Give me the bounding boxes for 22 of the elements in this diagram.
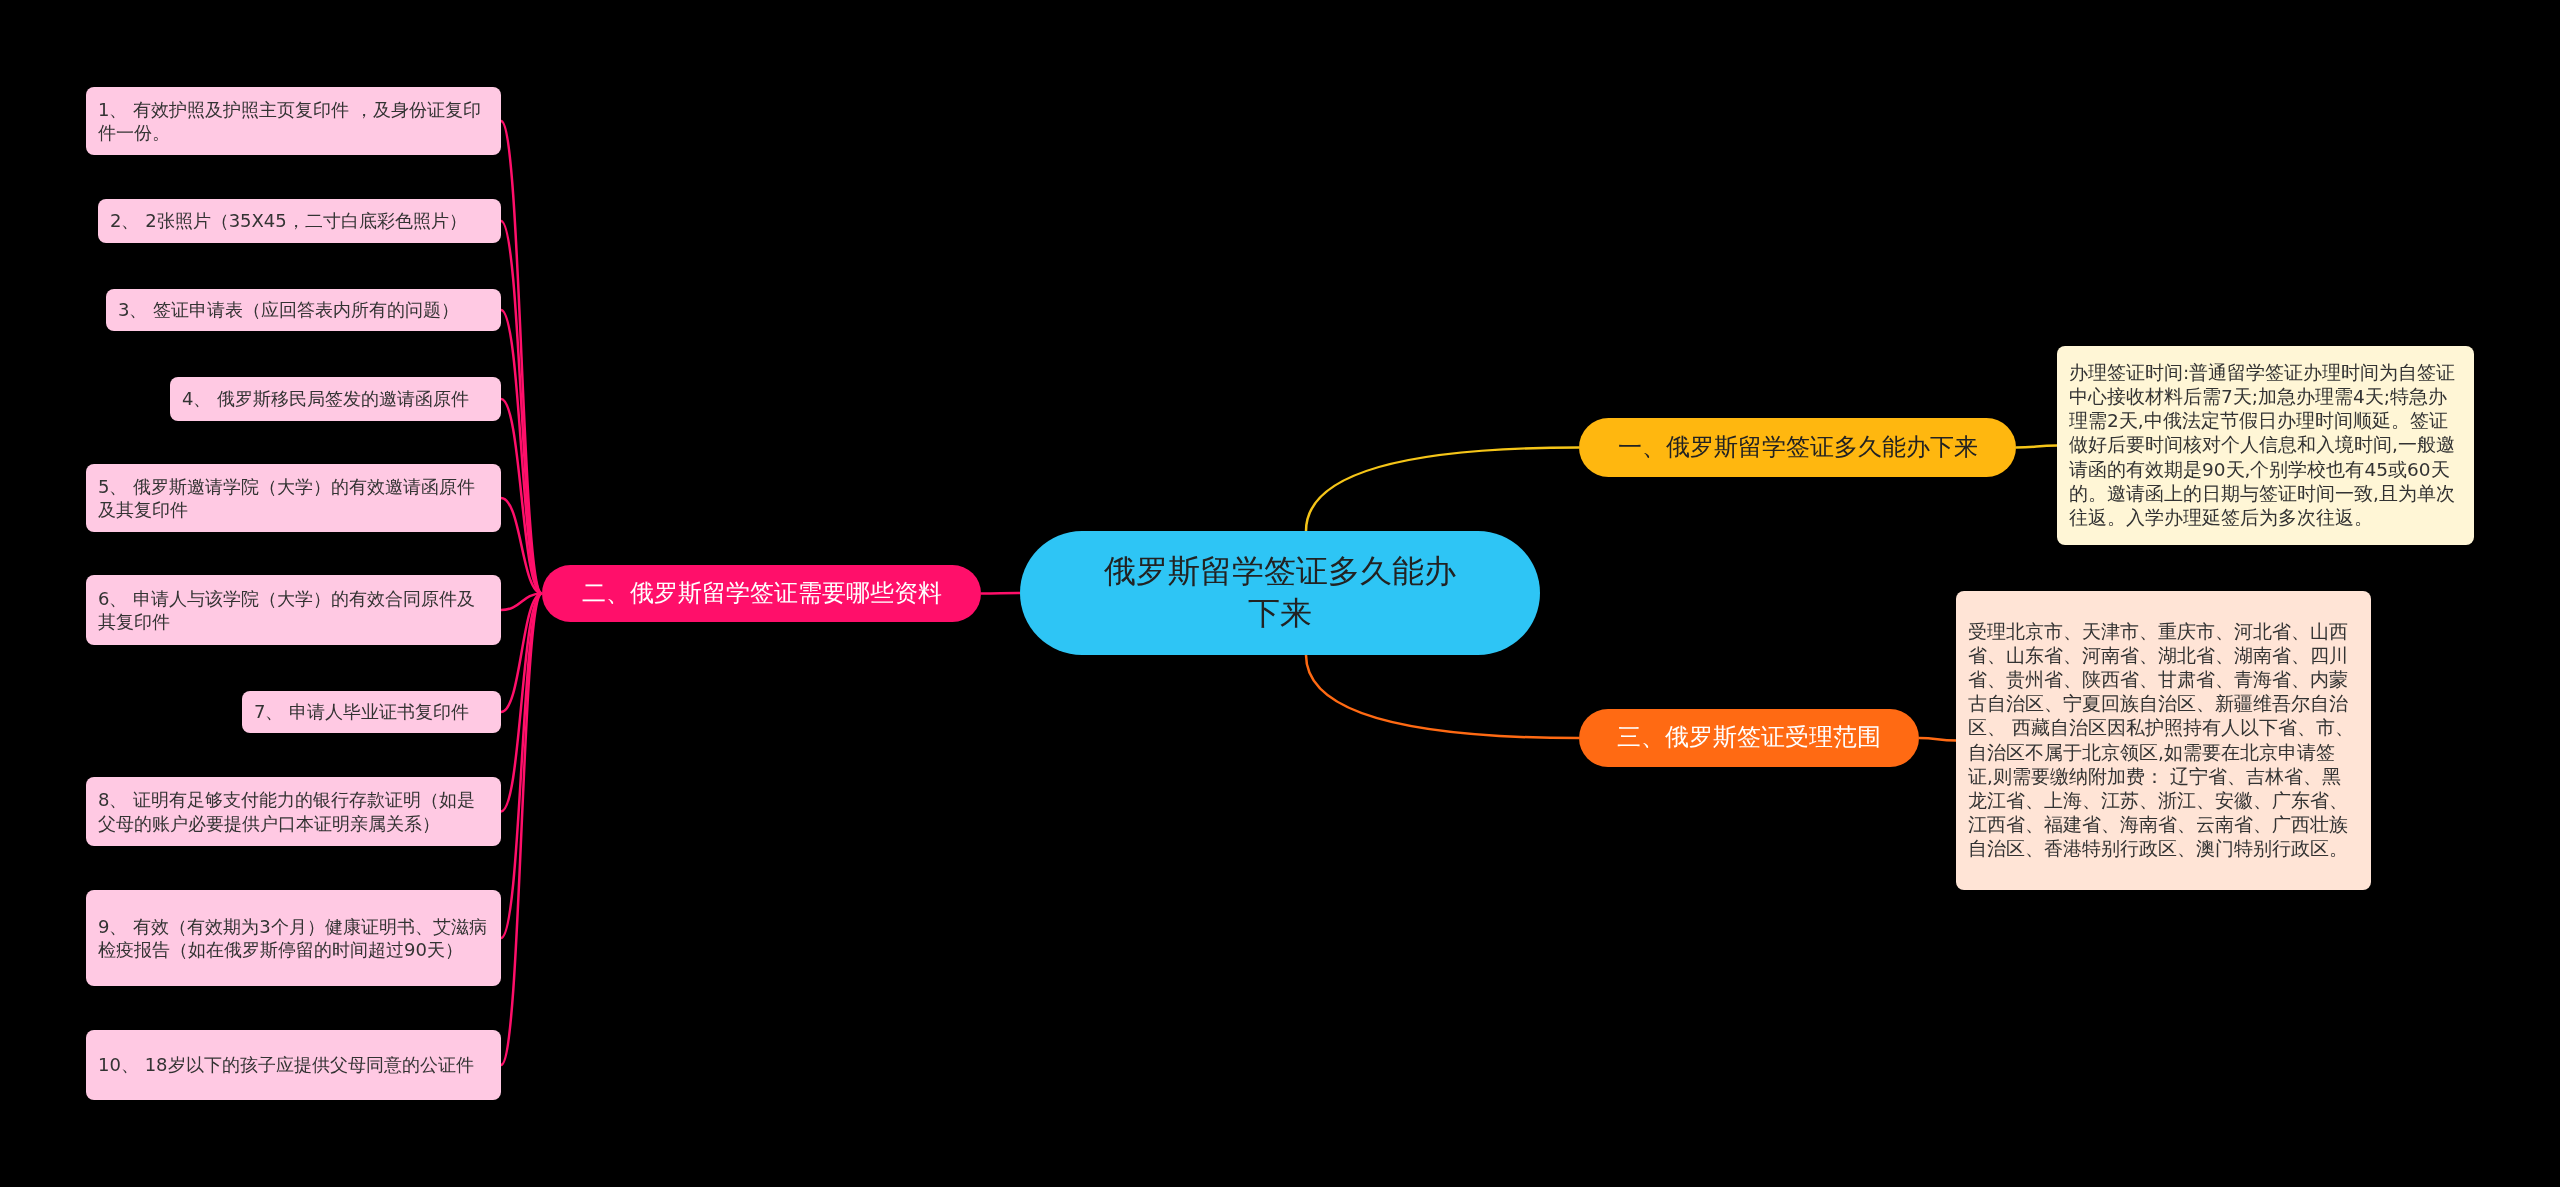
connector-line	[981, 591, 1020, 595]
connector-line	[499, 592, 544, 1066]
detail-note: 办理签证时间:普通留学签证办理时间为自签证中心接收材料后需7天;加急办理需4天;特急办理需2天,中俄法定节假日办理时间顺延。签证做好后要时间核对个人信息和入境时间,一般邀请函的有效期是90天,个别学校也有45或60天的。邀请函上的日期与签证时间一致,且为单次往返。入学办理延签后为多次往返。	[2057, 346, 2474, 545]
item-box: 3、 签证申请表（应回答表内所有的问题）	[106, 289, 501, 331]
item-box: 9、 有效（有效期为3个月）健康证明书、艾滋病检疫报告（如在俄罗斯停留的时间超过90天）	[86, 890, 501, 986]
central-topic: 俄罗斯留学签证多久能办下来	[1020, 531, 1540, 655]
connector-line	[1919, 736, 1956, 742]
connector-line	[2016, 444, 2057, 449]
item-box: 5、 俄罗斯邀请学院（大学）的有效邀请函原件及其复印件	[86, 464, 501, 532]
item-box: 8、 证明有足够支付能力的银行存款证明（如是父母的账户必要提供户口本证明亲属关系）	[86, 777, 501, 846]
item-box: 7、 申请人毕业证书复印件	[242, 691, 501, 733]
branch-topic: 三、俄罗斯签证受理范围	[1579, 709, 1919, 767]
detail-note: 受理北京市、天津市、重庆市、河北省、山西省、山东省、河南省、湖北省、湖南省、四川省、贵州省、陕西省、甘肃省、青海省、内蒙古自治区、宁夏回族自治区、新疆维吾尔自治区、 西藏自治区因私护照持有人以下省、市、自治区不属于北京领区,如需要在北京申请签证,则需要缴纳附加费： 辽宁省、吉林省、黑龙江省、上海、江苏、浙江、安徽、广东省、江西省、福建省、海南省、云南省、广西壮族自治区、香港特别行政区、澳门特别行政区。	[1956, 591, 2371, 890]
item-box: 10、 18岁以下的孩子应提供父母同意的公证件	[86, 1030, 501, 1100]
branch-topic: 一、俄罗斯留学签证多久能办下来	[1579, 418, 2016, 477]
item-box: 6、 申请人与该学院（大学）的有效合同原件及其复印件	[86, 575, 501, 645]
branch-topic: 二、俄罗斯留学签证需要哪些资料	[542, 565, 981, 622]
connector-line	[1304, 654, 1579, 740]
item-box: 4、 俄罗斯移民局签发的邀请函原件	[170, 377, 501, 421]
connector-line	[1304, 446, 1579, 532]
item-box: 1、 有效护照及护照主页复印件 ，及身份证复印件一份。	[86, 87, 501, 155]
item-box: 2、 2张照片（35X45，二寸白底彩色照片）	[98, 199, 501, 243]
